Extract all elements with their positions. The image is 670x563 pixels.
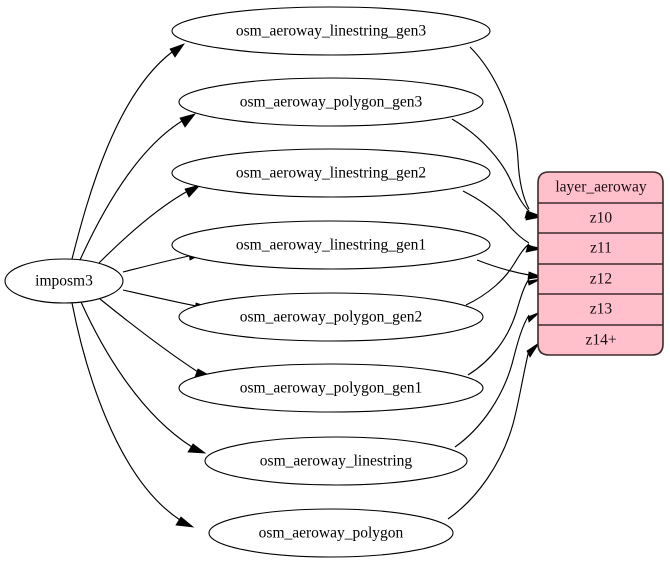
node-osm_aeroway_polygon_gen1[interactable]: osm_aeroway_polygon_gen1	[178, 363, 484, 413]
osm_aeroway_linestring-ellipse-shape[interactable]	[204, 436, 468, 486]
osm_aeroway_linestring_gen2-label: osm_aeroway_linestring_gen2	[236, 165, 426, 182]
osm_aeroway_linestring_gen3-label: osm_aeroway_linestring_gen3	[236, 23, 427, 40]
edge-osm_aeroway_polygon_gen1-to-z12	[467, 278, 542, 376]
edge-osm_aeroway_linestring-to-z13	[454, 311, 541, 448]
node-osm_aeroway_polygon[interactable]: osm_aeroway_polygon	[208, 508, 454, 558]
osm_aeroway_polygon_gen3-ellipse-shape[interactable]	[178, 77, 484, 127]
edge-imposm3-to-osm_aeroway_polygon_gen3	[79, 113, 197, 261]
osm_aeroway_polygon_gen1-ellipse-shape[interactable]	[178, 363, 484, 413]
node-osm_aeroway_linestring_gen3[interactable]: osm_aeroway_linestring_gen3	[171, 6, 491, 56]
edge-osm_aeroway_polygon_gen3-to-z10	[451, 118, 542, 221]
edge-osm_aeroway_linestring_gen1-to-z12	[476, 259, 544, 280]
layer_aeroway-row-label-z14: z14+	[585, 332, 616, 349]
edge-osm_aeroway_linestring_gen3-to-z10	[469, 46, 542, 219]
osm_aeroway_polygon_gen2-label: osm_aeroway_polygon_gen2	[240, 309, 423, 326]
edge-osm_aeroway_polygon-to-z14	[447, 342, 540, 520]
imposm3-ellipse-shape[interactable]	[4, 258, 124, 304]
node-osm_aeroway_polygon_gen3[interactable]: osm_aeroway_polygon_gen3	[178, 77, 484, 127]
layer_aeroway-row-label-z13: z13	[590, 301, 613, 318]
layer_aeroway-row-label-z10: z10	[590, 210, 613, 227]
node-osm_aeroway_linestring_gen2[interactable]: osm_aeroway_linestring_gen2	[171, 148, 491, 198]
layer_aeroway-row-z13[interactable]: z13	[590, 301, 613, 318]
layer_aeroway-row-label-z11: z11	[590, 240, 612, 257]
node-osm_aeroway_polygon_gen2[interactable]: osm_aeroway_polygon_gen2	[178, 292, 484, 342]
osm_aeroway_polygon-ellipse-shape[interactable]	[208, 508, 454, 558]
layer_aeroway-row-z11[interactable]: z11	[590, 240, 612, 257]
osm_aeroway_polygon_gen1-label: osm_aeroway_polygon_gen1	[240, 380, 423, 397]
imposm3-label: imposm3	[35, 273, 93, 290]
node-osm_aeroway_linestring_gen1[interactable]: osm_aeroway_linestring_gen1	[171, 220, 491, 270]
edge-imposm3-to-osm_aeroway_linestring	[80, 301, 207, 454]
osm_aeroway_linestring_gen1-ellipse-shape[interactable]	[171, 220, 491, 270]
edge-group-tables-to-layer	[447, 46, 544, 520]
node-layer_aeroway[interactable]: layer_aeroway z10 z11 z12 z13 z14+	[537, 171, 664, 356]
layer_aeroway-row-z10[interactable]: z10	[590, 210, 613, 227]
osm_aeroway_polygon_gen2-ellipse-shape[interactable]	[178, 292, 484, 342]
layer_aeroway-row-label-z12: z12	[590, 271, 612, 288]
node-osm_aeroway_linestring[interactable]: osm_aeroway_linestring	[204, 436, 468, 486]
osm_aeroway_linestring_gen1-label: osm_aeroway_linestring_gen1	[236, 237, 426, 254]
osm_aeroway_linestring_gen3-ellipse-shape[interactable]	[171, 6, 491, 56]
osm_aeroway_polygon-label: osm_aeroway_polygon	[259, 525, 404, 542]
layer_aeroway-row-z14[interactable]: z14+	[585, 332, 616, 349]
osm_aeroway_linestring_gen2-ellipse-shape[interactable]	[171, 148, 491, 198]
layer_aeroway-header-label: layer_aeroway	[555, 179, 646, 196]
osm_aeroway_polygon_gen3-label: osm_aeroway_polygon_gen3	[240, 94, 423, 111]
osm_aeroway_linestring-label: osm_aeroway_linestring	[260, 453, 413, 470]
layer_aeroway-row-z12[interactable]: z12	[590, 271, 612, 288]
edge-imposm3-to-osm_aeroway_linestring_gen3	[71, 43, 186, 260]
edge-imposm3-to-osm_aeroway_linestring_gen2	[98, 184, 202, 264]
node-imposm3[interactable]: imposm3	[4, 258, 124, 304]
edge-imposm3-to-osm_aeroway_polygon	[71, 302, 195, 528]
